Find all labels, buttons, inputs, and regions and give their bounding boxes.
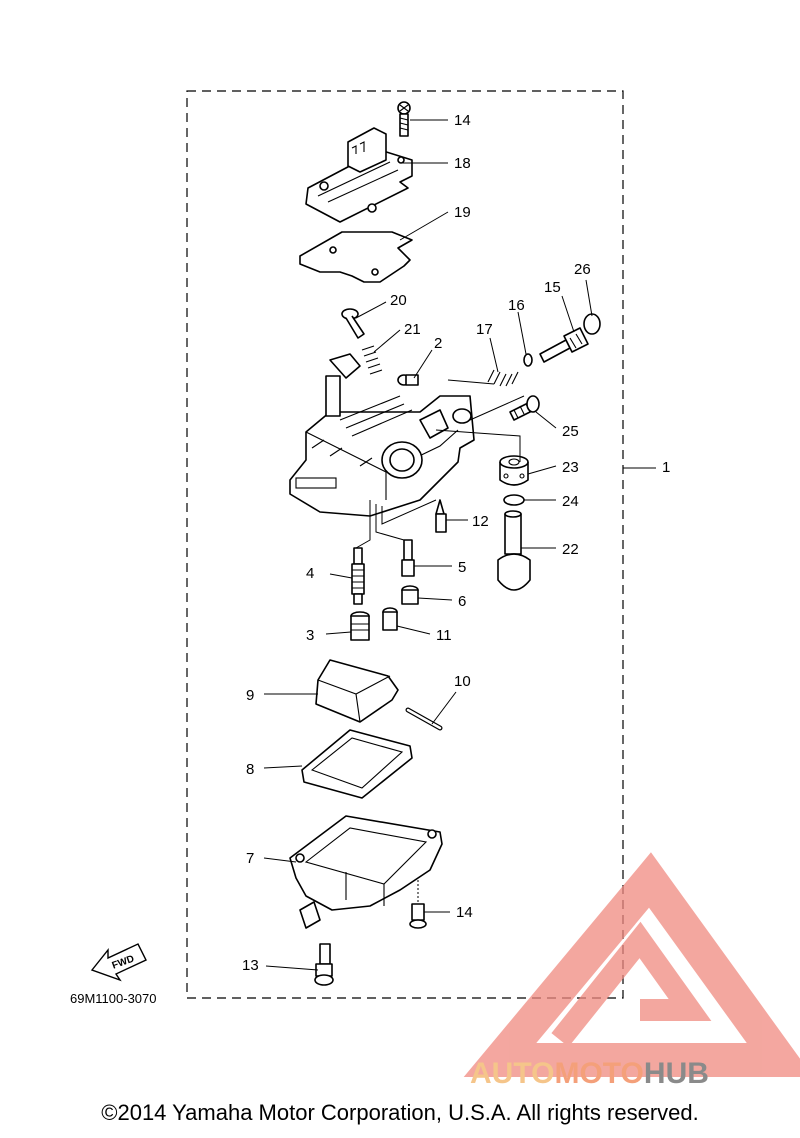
float-bowl-part-7: [289, 815, 443, 929]
label-part-7: 7: [246, 850, 254, 867]
gasket-part-19: [299, 231, 413, 283]
label-part-14-bottom: 14: [456, 904, 473, 921]
automotohub-logo-icon: [463, 852, 800, 1077]
label-part-10: 10: [454, 673, 471, 690]
label-part-3: 3: [306, 627, 314, 644]
label-part-15: 15: [544, 279, 561, 296]
label-part-4: 4: [306, 565, 314, 582]
label-part-26: 26: [574, 261, 591, 278]
diagram-code: 69M1100-3070: [70, 991, 157, 1006]
label-part-23: 23: [562, 459, 579, 476]
label-part-14-top: 14: [454, 112, 471, 129]
label-part-11: 11: [436, 627, 452, 644]
plug-part-2: [397, 374, 419, 386]
label-part-13: 13: [242, 957, 259, 974]
needle-valve-part-12: [435, 499, 447, 533]
cover-part-18: [305, 127, 413, 223]
sleeve-part-23: [499, 455, 529, 486]
carburetor-body: [289, 353, 475, 517]
plunger-part-22: [497, 510, 531, 591]
label-part-18: 18: [454, 155, 471, 172]
screw-part-25: [509, 395, 540, 421]
jet-part-4: [351, 547, 365, 605]
label-part-9: 9: [246, 687, 254, 704]
drain-screw-part-13: [314, 943, 334, 986]
label-part-12: 12: [472, 513, 489, 530]
screw-part-14-top: [397, 101, 411, 137]
part-labels: 14 18 19 20 21 2 17 16 15 26 25 23 1 24 …: [242, 112, 670, 974]
screw-part-11: [382, 607, 398, 631]
o-ring-part-24: [503, 494, 525, 506]
leader-lines: [263, 119, 656, 971]
brand-auto: AUTO: [470, 1057, 555, 1090]
label-part-1: 1: [662, 459, 670, 476]
jet-part-5: [401, 539, 415, 577]
main-jet-part-3: [350, 611, 370, 641]
label-part-24: 24: [562, 493, 579, 510]
label-part-17: 17: [476, 321, 493, 338]
label-part-25: 25: [562, 423, 579, 440]
screw-part-14-bottom: [409, 880, 427, 929]
assembly-boundary: [186, 90, 624, 999]
label-part-16: 16: [508, 297, 525, 314]
label-part-20: 20: [390, 292, 407, 309]
brand-hub: HUB: [643, 1057, 709, 1090]
copyright-notice: ©2014 Yamaha Motor Corporation, U.S.A. A…: [101, 1100, 699, 1125]
cap-part-26: [583, 313, 601, 335]
brand-moto: MOTO: [554, 1057, 644, 1090]
screw-part-15: [539, 327, 589, 363]
label-part-2: 2: [434, 335, 442, 352]
o-ring-part-16: [523, 353, 533, 367]
gasket-part-8: [301, 729, 413, 799]
brand-wordmark: AUTOMOTOHUB: [470, 1057, 709, 1091]
fwd-arrow-icon: FWD: [90, 943, 147, 982]
spring-part-21: [361, 345, 383, 375]
label-part-22: 22: [562, 541, 579, 558]
label-part-21: 21: [404, 321, 421, 338]
label-part-19: 19: [454, 204, 471, 221]
float-part-9: [315, 659, 399, 723]
label-part-5: 5: [458, 559, 466, 576]
spring-part-17: [487, 369, 519, 387]
screw-part-20: [341, 308, 365, 339]
plug-part-6: [401, 585, 419, 605]
label-part-6: 6: [458, 593, 466, 610]
label-part-8: 8: [246, 761, 254, 778]
